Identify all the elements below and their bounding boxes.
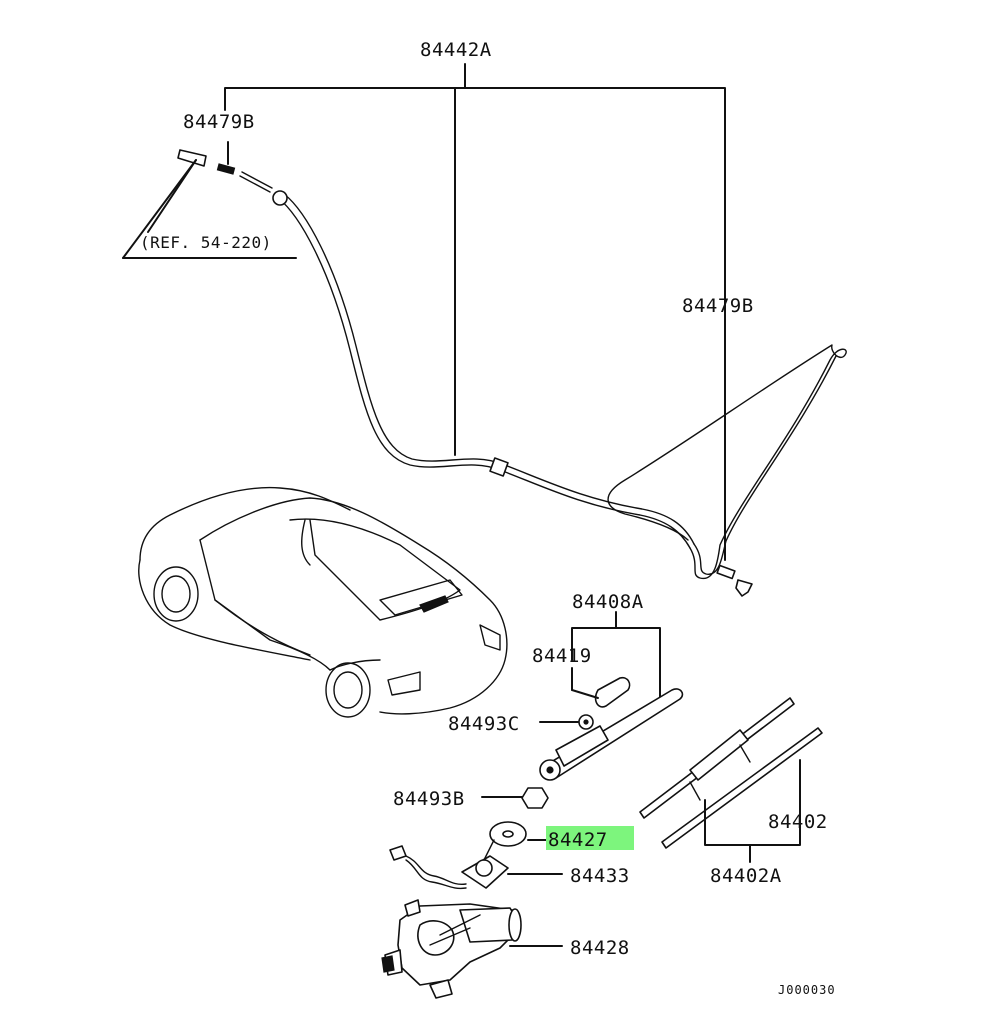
label-joint-right[interactable]: 84479B: [682, 295, 754, 317]
wiper-arm-part: [539, 688, 684, 781]
label-motor[interactable]: 84428: [570, 937, 630, 959]
label-blade-assy[interactable]: 84402A: [710, 865, 782, 887]
label-blade[interactable]: 84402: [768, 811, 828, 833]
label-grommet[interactable]: 84433: [570, 865, 630, 887]
car-outline: [138, 486, 508, 718]
arm-cover-part: [571, 667, 631, 708]
hose-assy-callout: [224, 63, 726, 526]
label-ref-note[interactable]: (REF. 54-220): [140, 233, 272, 252]
label-nut-b[interactable]: 84493B: [393, 788, 465, 810]
washer-hose: [277, 193, 847, 597]
arm-assy-callout: [571, 611, 661, 701]
label-packing[interactable]: 84427: [548, 829, 608, 851]
nut-c-part: [539, 714, 594, 730]
grommet-part: [461, 839, 563, 889]
blade-callout: [704, 759, 801, 863]
motor-part: [381, 899, 563, 999]
label-joint-top[interactable]: 84479B: [183, 111, 255, 133]
packing-part: [489, 821, 547, 847]
diagram-code: J000030: [778, 983, 836, 997]
ref-callout: [122, 159, 297, 259]
joint-top-part: [177, 141, 288, 206]
label-nut-c[interactable]: 84493C: [448, 713, 520, 735]
label-arm-cover[interactable]: 84419: [532, 645, 592, 667]
label-hose-assy[interactable]: 84442A: [420, 39, 492, 61]
highlight-box: [546, 826, 634, 850]
nut-b-part: [481, 787, 549, 809]
label-arm-assy[interactable]: 84408A: [572, 591, 644, 613]
wire-harness-part: [389, 845, 467, 890]
wiper-blade-part: [639, 697, 823, 849]
